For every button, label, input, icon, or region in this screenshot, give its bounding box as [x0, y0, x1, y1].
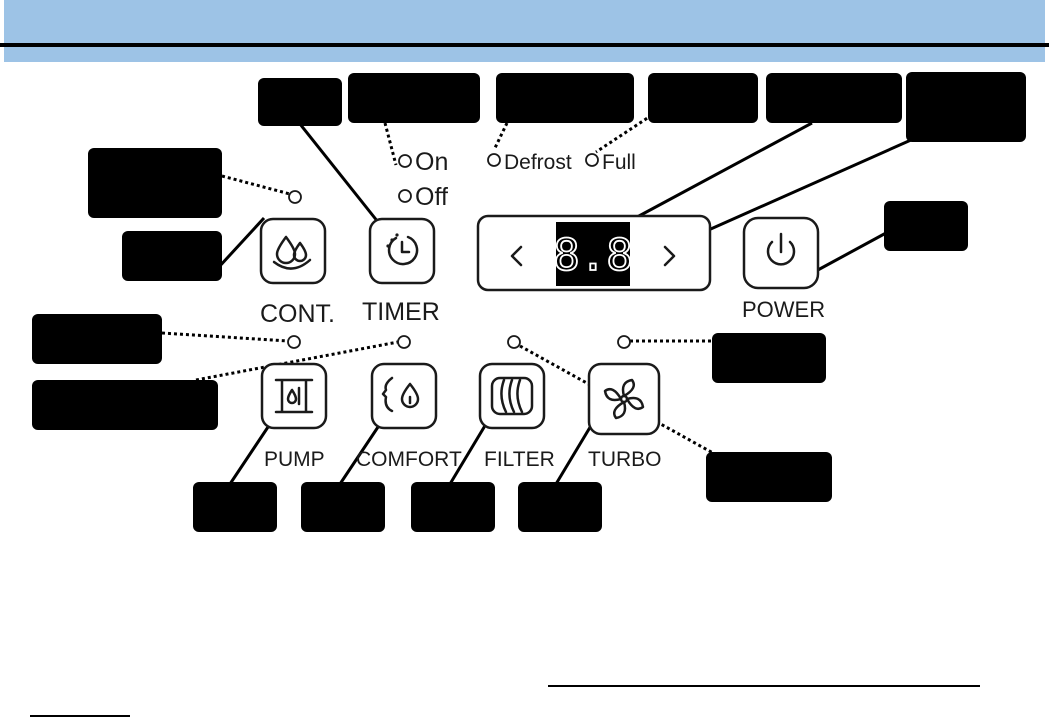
power-icon: [766, 232, 796, 266]
led-comfort: [397, 335, 411, 349]
callout-display: [766, 73, 902, 123]
led-cont: [288, 190, 302, 204]
label-power: POWER: [742, 297, 825, 322]
label-cont: CONT.: [260, 300, 335, 328]
digit-display: 8.8: [553, 230, 632, 281]
leader-timer: [298, 123, 380, 223]
callout-turbo: [518, 482, 602, 532]
water-drops-icon: [272, 235, 312, 270]
leader-comfort: [338, 423, 382, 485]
led-full: [585, 153, 599, 167]
callout-comfort-led: [32, 380, 218, 430]
leader-full: [595, 113, 653, 154]
callout-timer: [258, 78, 342, 126]
leader-filter: [448, 423, 488, 485]
filter-button[interactable]: [478, 362, 546, 430]
callout-cont: [122, 231, 222, 281]
leader-timer-led: [383, 122, 398, 166]
label-on: On: [415, 148, 448, 176]
label-pump: PUMP: [264, 448, 325, 471]
callout-filter-led: [706, 452, 832, 502]
pump-button[interactable]: [260, 362, 328, 430]
label-filter: FILTER: [484, 448, 555, 471]
callout-pump-led: [32, 314, 162, 364]
led-defrost: [487, 153, 501, 167]
leader-pump-led: [161, 331, 289, 343]
callout-power: [884, 201, 968, 251]
timer-button[interactable]: [368, 217, 436, 285]
callout-defrost: [496, 73, 634, 123]
label-defrost: Defrost: [504, 151, 572, 174]
callout-filter: [411, 482, 495, 532]
comfort-face-drop-icon: [381, 376, 420, 413]
timer-clock-icon: [386, 233, 419, 266]
leader-comfort-led: [195, 340, 399, 382]
leader-cont: [216, 216, 266, 270]
led-timer-on: [398, 154, 412, 168]
display-panel: 8.8: [476, 214, 712, 292]
leader-pump: [228, 423, 272, 485]
fan-icon: [603, 378, 645, 420]
label-turbo: TURBO: [588, 448, 662, 471]
header-rule: [0, 43, 1049, 47]
label-timer: TIMER: [362, 298, 440, 326]
underline-rule-short: [30, 715, 130, 717]
leader-arrows: [685, 134, 921, 242]
power-button[interactable]: [742, 216, 820, 290]
callout-turbo-led: [712, 333, 826, 383]
leader-power: [815, 231, 887, 273]
led-turbo: [617, 335, 631, 349]
callout-comfort: [301, 482, 385, 532]
leader-defrost: [492, 122, 509, 151]
led-filter: [507, 335, 521, 349]
leader-turbo: [554, 423, 594, 485]
underline-rule: [548, 685, 980, 687]
left-arrow-icon[interactable]: [510, 245, 523, 267]
callout-pump: [193, 482, 277, 532]
callout-arrows: [906, 72, 1026, 142]
header-band: [4, 0, 1045, 62]
digit-display-bg: [556, 222, 630, 286]
turbo-button[interactable]: [587, 362, 661, 436]
right-arrow-icon[interactable]: [663, 245, 676, 267]
leader-cont-led: [221, 174, 291, 196]
callout-full: [648, 73, 758, 123]
callout-cont-led: [88, 148, 222, 218]
led-pump: [287, 335, 301, 349]
pump-icon: [274, 378, 314, 414]
cont-button[interactable]: [259, 217, 327, 285]
comfort-button[interactable]: [370, 362, 438, 430]
label-off: Off: [415, 183, 448, 211]
callout-timer-led: [348, 73, 480, 123]
led-timer-off: [398, 189, 412, 203]
label-full: Full: [602, 151, 636, 174]
filter-icon: [490, 376, 534, 416]
label-comfort: COMFORT: [356, 448, 462, 471]
